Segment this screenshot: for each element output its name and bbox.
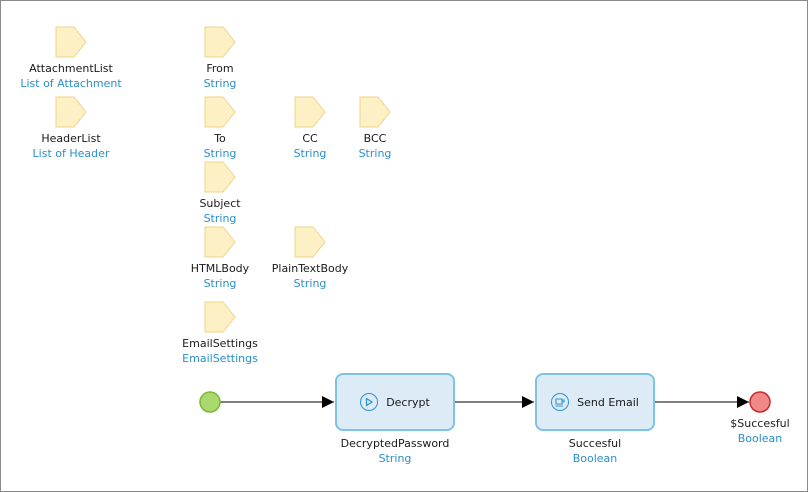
start-event[interactable] <box>199 391 221 413</box>
parameter-plain-text-body[interactable]: PlainTextBody String <box>250 225 370 292</box>
parameter-name: Subject <box>199 197 241 210</box>
end-event-return: $Succesful Boolean <box>680 417 807 447</box>
parameter-type: String <box>293 277 327 290</box>
parameter-type: List of Header <box>32 147 110 160</box>
parameter-icon <box>204 301 236 333</box>
parameter-type: String <box>358 147 392 160</box>
parameter-name: AttachmentList <box>29 62 113 75</box>
output-variable-type: String <box>378 452 412 465</box>
parameter-name: EmailSettings <box>182 337 258 350</box>
parameter-name: From <box>206 62 234 75</box>
parameter-email-settings[interactable]: EmailSettings EmailSettings <box>160 300 280 367</box>
activity-label: Decrypt <box>386 395 430 409</box>
parameter-name: HeaderList <box>41 132 101 145</box>
return-value: $Succesful <box>730 417 790 430</box>
parameter-icon <box>204 226 236 258</box>
parameter-to[interactable]: To String <box>160 95 280 162</box>
parameter-attachment-list[interactable]: AttachmentList List of Attachment <box>11 25 131 92</box>
parameter-icon <box>359 96 391 128</box>
return-type: Boolean <box>737 432 783 445</box>
send-email-output: Succesful Boolean <box>515 437 675 467</box>
java-action-icon <box>551 393 570 411</box>
parameter-header-list[interactable]: HeaderList List of Header <box>11 95 131 162</box>
parameter-type: String <box>203 77 237 90</box>
parameter-name: PlainTextBody <box>271 262 349 275</box>
parameter-html-body[interactable]: HTMLBody String <box>160 225 280 292</box>
activity-send-email[interactable]: Send Email <box>535 373 655 431</box>
parameter-bcc[interactable]: BCC String <box>315 95 435 162</box>
parameter-icon <box>294 226 326 258</box>
output-variable-name: DecryptedPassword <box>340 437 450 450</box>
parameter-subject[interactable]: Subject String <box>160 160 280 227</box>
parameter-cc[interactable]: CC String <box>250 95 370 162</box>
end-event[interactable] <box>749 391 771 413</box>
parameter-icon <box>294 96 326 128</box>
parameter-type: String <box>203 147 237 160</box>
parameter-type: String <box>293 147 327 160</box>
parameter-type: EmailSettings <box>182 352 258 365</box>
play-circle-icon <box>360 393 379 411</box>
output-variable-type: Boolean <box>572 452 618 465</box>
parameter-icon <box>55 96 87 128</box>
parameter-type: String <box>203 277 237 290</box>
parameter-name: BCC <box>363 132 387 145</box>
parameter-icon <box>55 26 87 58</box>
activity-label: Send Email <box>577 395 639 409</box>
parameter-name: HTMLBody <box>190 262 250 275</box>
parameter-from[interactable]: From String <box>160 25 280 92</box>
parameter-name: CC <box>302 132 318 145</box>
parameter-icon <box>204 161 236 193</box>
parameter-type: String <box>203 212 237 225</box>
activity-decrypt[interactable]: Decrypt <box>335 373 455 431</box>
decrypt-output: DecryptedPassword String <box>315 437 475 467</box>
parameter-icon <box>204 26 236 58</box>
parameter-name: To <box>214 132 226 145</box>
parameter-type: List of Attachment <box>20 77 122 90</box>
output-variable-name: Succesful <box>568 437 622 450</box>
parameter-icon <box>204 96 236 128</box>
